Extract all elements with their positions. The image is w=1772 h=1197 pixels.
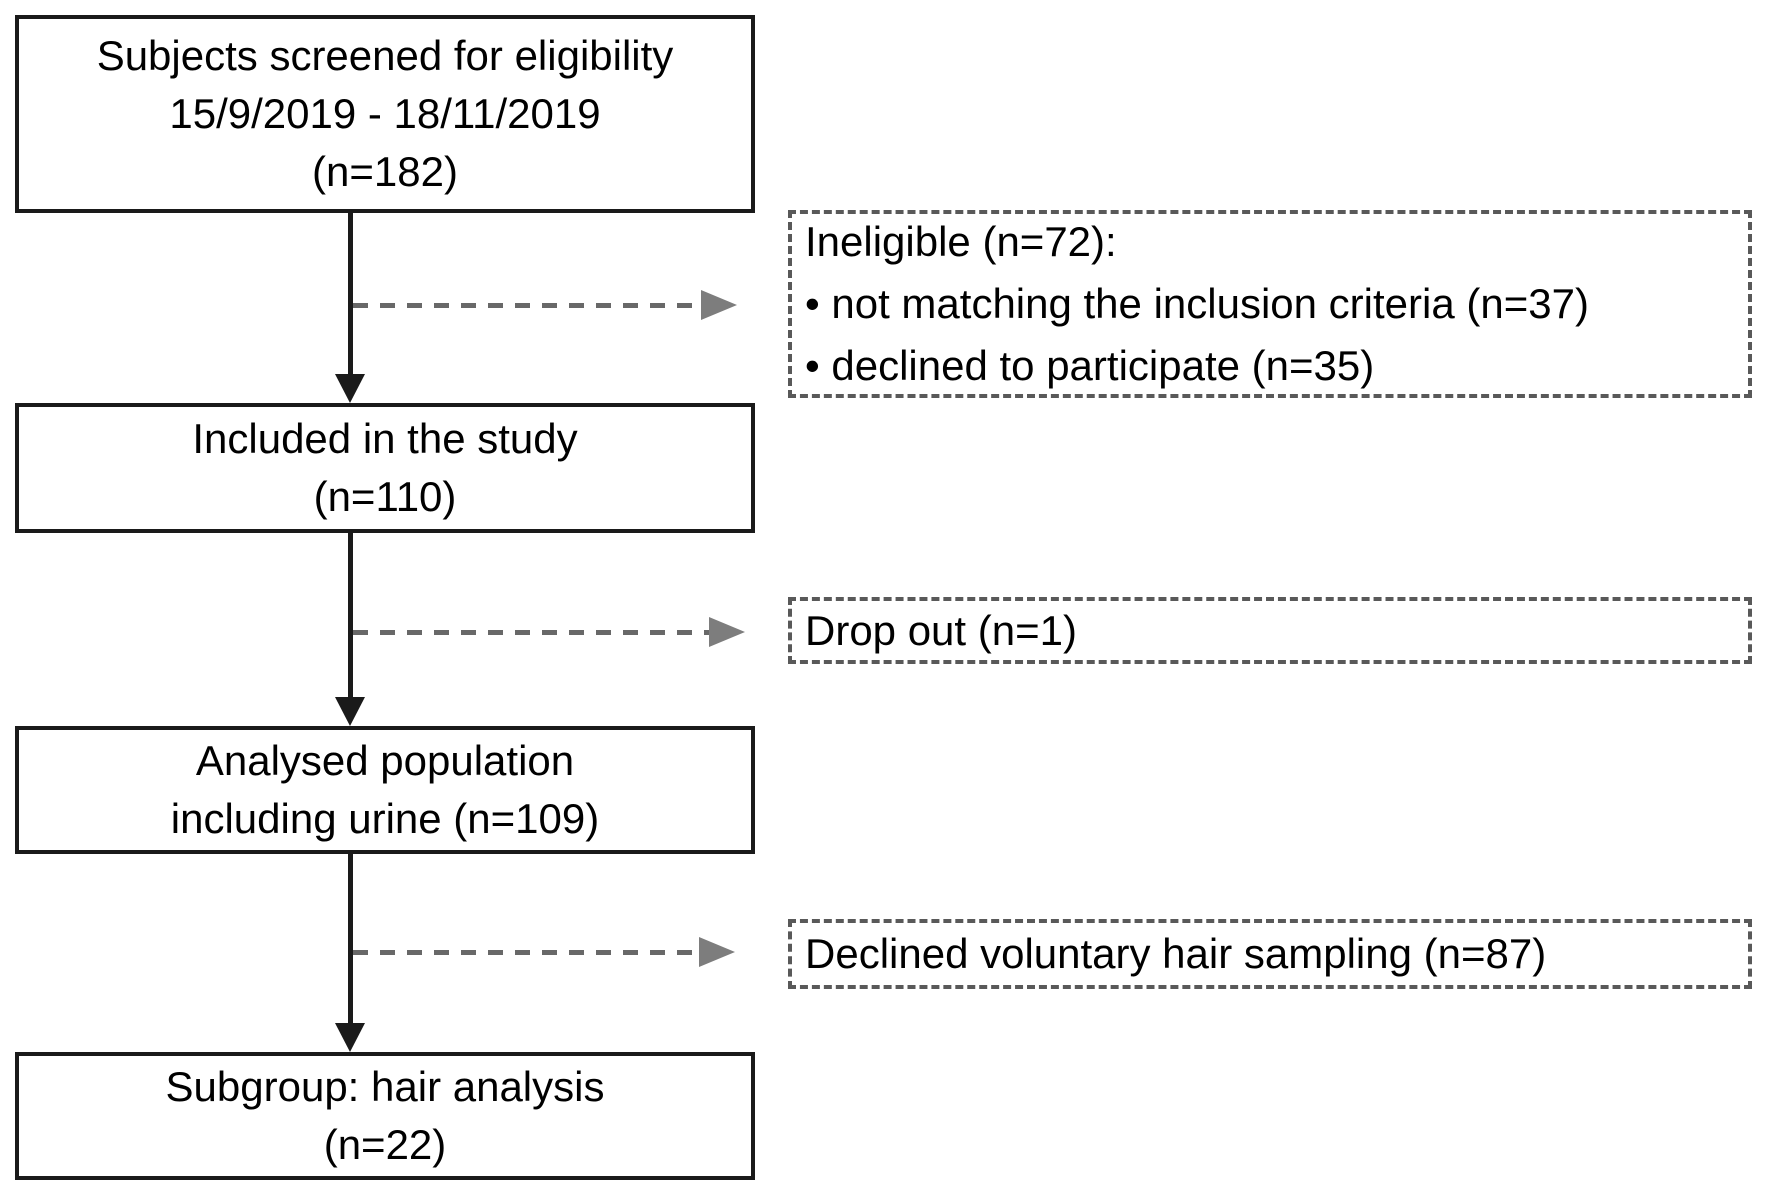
box-text-line: Included in the study xyxy=(192,415,578,462)
dashed-arrow-line-dropout xyxy=(353,630,711,635)
box-ineligible: Ineligible (n=72): • not matching the in… xyxy=(788,210,1752,398)
box-declined-hair-sampling: Declined voluntary hair sampling (n=87) xyxy=(788,919,1752,989)
box-text-line: Subgroup: hair analysis xyxy=(165,1063,605,1110)
down-arrowhead-icon xyxy=(335,697,365,726)
box-included-in-study: Included in the study (n=110) xyxy=(15,403,755,533)
box-analysed-population: Analysed population including urine (n=1… xyxy=(15,726,755,854)
box-text-line: (n=22) xyxy=(323,1121,447,1168)
box-text-line: Analysed population xyxy=(195,737,575,784)
right-arrowhead-icon xyxy=(701,290,737,320)
box-text-line: Declined voluntary hair sampling (n=87) xyxy=(805,930,1547,977)
box-text-line: (n=182) xyxy=(312,148,458,195)
right-arrowhead-icon xyxy=(709,617,745,647)
box-subgroup-hair-analysis: Subgroup: hair analysis (n=22) xyxy=(15,1052,755,1180)
box-text-line: • not matching the inclusion criteria (n… xyxy=(805,280,1589,327)
box-text-line: 15/9/2019 - 18/11/2019 xyxy=(169,90,601,137)
dashed-arrow-line-declined-hair xyxy=(353,950,701,955)
box-text-line: including urine (n=109) xyxy=(170,795,600,842)
box-subjects-screened: Subjects screened for eligibility 15/9/2… xyxy=(15,15,755,213)
down-arrow-line xyxy=(348,532,353,698)
down-arrowhead-icon xyxy=(335,374,365,403)
box-text-line: Subjects screened for eligibility xyxy=(96,32,674,79)
box-text-line: • declined to participate (n=35) xyxy=(805,342,1375,389)
box-text-line: Ineligible (n=72): xyxy=(805,218,1117,265)
down-arrow-line xyxy=(348,854,353,1024)
box-text-line: (n=110) xyxy=(313,473,457,520)
down-arrowhead-icon xyxy=(335,1023,365,1052)
dashed-arrow-line-ineligible xyxy=(353,303,703,308)
box-text-line: Drop out (n=1) xyxy=(805,606,1077,654)
right-arrowhead-icon xyxy=(699,937,735,967)
down-arrow-line xyxy=(348,213,353,375)
box-drop-out: Drop out (n=1) xyxy=(788,597,1752,664)
